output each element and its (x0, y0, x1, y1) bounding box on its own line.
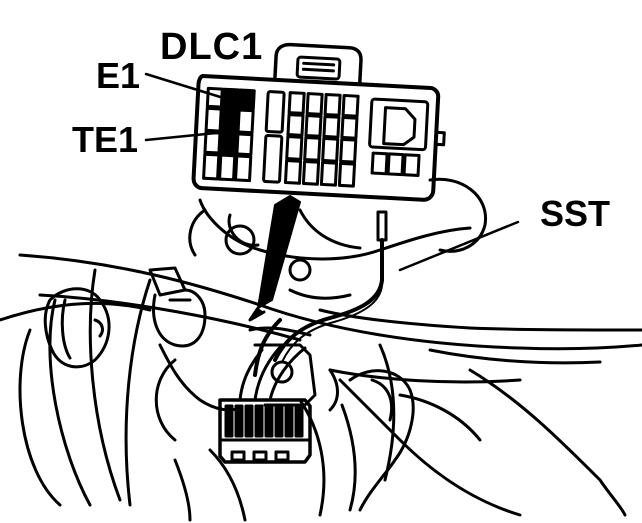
label-leaders (144, 72, 520, 272)
engine-body (188, 177, 487, 337)
te1-label: TE1 (72, 119, 139, 160)
te1-leader-line (144, 130, 228, 142)
e1-label: E1 (96, 55, 141, 96)
dlc1-label: DLC1 (160, 26, 264, 68)
rubber-boot (43, 287, 111, 369)
check-connector (218, 343, 312, 464)
sst-label: SST (540, 193, 611, 234)
dlc1-connector (191, 42, 446, 202)
hose-fitting (148, 266, 242, 442)
sst-leader-line (398, 220, 520, 272)
e1-leader-line (144, 72, 232, 102)
lower-hose (348, 369, 482, 512)
location-arrow (248, 195, 301, 322)
